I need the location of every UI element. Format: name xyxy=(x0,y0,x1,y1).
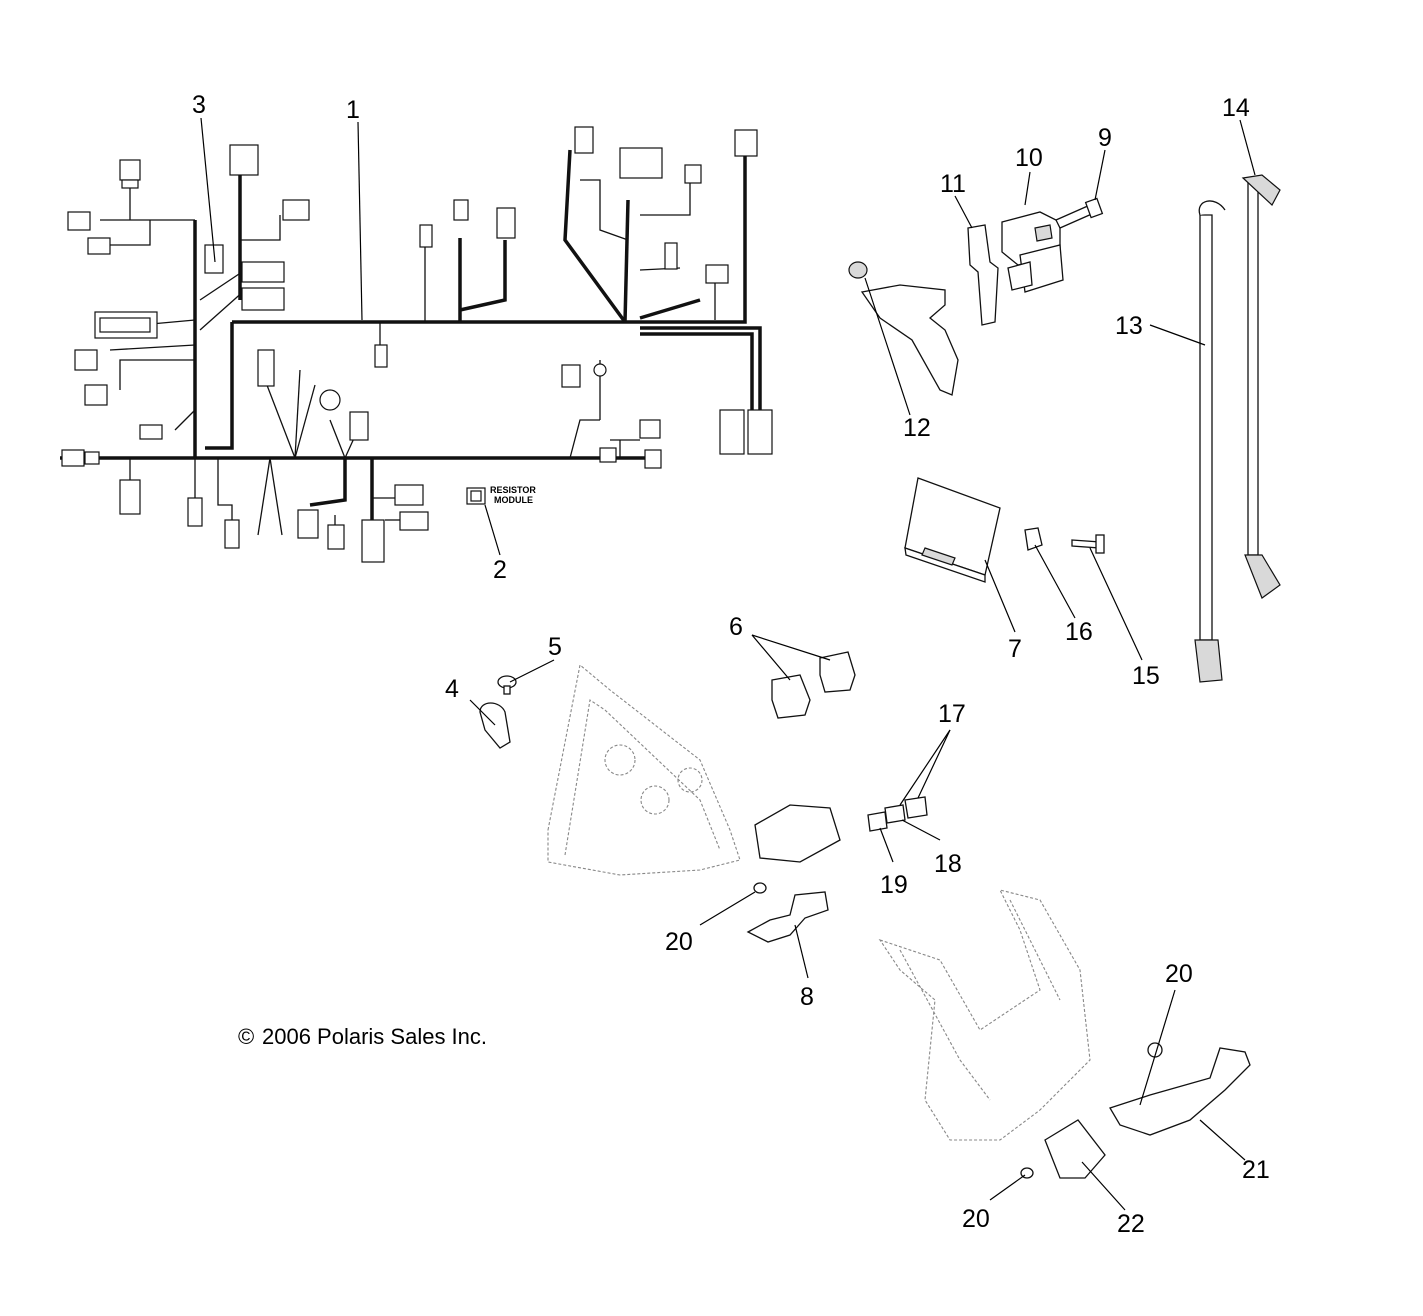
callout-14: 14 xyxy=(1222,94,1250,122)
callout-1: 1 xyxy=(346,96,360,124)
wiring-harness xyxy=(60,126,773,563)
callout-11: 11 xyxy=(940,170,966,198)
resistor-module-label-1: RESISTOR xyxy=(490,485,536,495)
part-7-module xyxy=(904,477,1001,583)
callout-2: 2 xyxy=(493,556,507,584)
callout-7: 7 xyxy=(1008,635,1022,663)
resistor-module-label-2: MODULE xyxy=(494,495,533,505)
part-14-cable xyxy=(1241,174,1281,599)
resistor-module: RESISTOR MODULE xyxy=(466,485,536,505)
part-4-clamp xyxy=(479,702,511,749)
callout-20-b: 20 xyxy=(1165,960,1193,988)
part-5-screw xyxy=(497,675,517,695)
copyright-symbol: © xyxy=(238,1024,254,1049)
copyright-text: 2006 Polaris Sales Inc. xyxy=(262,1024,487,1049)
fuses xyxy=(867,796,928,832)
callout-4: 4 xyxy=(445,675,459,703)
callout-18: 18 xyxy=(934,850,962,878)
fuse-block xyxy=(754,804,841,863)
callout-17: 17 xyxy=(938,700,966,728)
part-15-bolt xyxy=(1071,534,1105,554)
frame-ghost-right xyxy=(878,889,1091,1141)
callout-22: 22 xyxy=(1117,1210,1145,1238)
part-10-box xyxy=(1001,211,1064,293)
part-6-relays xyxy=(771,651,856,719)
callout-6: 6 xyxy=(729,613,743,641)
part-21-bracket xyxy=(1109,1047,1251,1136)
callout-15: 15 xyxy=(1132,662,1160,690)
callout-19: 19 xyxy=(880,871,908,899)
part-11-bracket xyxy=(967,224,999,326)
part-20-screw-a xyxy=(753,882,767,894)
part-9-bolt xyxy=(1055,197,1104,229)
callout-10: 10 xyxy=(1015,144,1043,172)
callout-9: 9 xyxy=(1098,124,1112,152)
mounting-plate xyxy=(860,284,959,396)
callout-21: 21 xyxy=(1242,1156,1270,1184)
copyright: © 2006 Polaris Sales Inc. xyxy=(238,1024,487,1049)
part-12-nut xyxy=(848,261,868,279)
part-22-plate xyxy=(1044,1119,1106,1179)
callout-20-a: 20 xyxy=(665,928,693,956)
frame-ghost-left xyxy=(547,663,741,876)
callout-3: 3 xyxy=(192,91,206,119)
callout-20-c: 20 xyxy=(962,1205,990,1233)
leader-lines xyxy=(200,117,1256,1211)
callouts: 3 1 2 9 10 11 12 13 14 7 16 15 6 5 4 17 … xyxy=(192,91,1270,1238)
callout-13: 13 xyxy=(1115,312,1143,340)
callout-5: 5 xyxy=(548,633,562,661)
callout-12: 12 xyxy=(903,414,931,442)
part-13-cable xyxy=(1194,200,1226,683)
callout-8: 8 xyxy=(800,983,814,1011)
part-8-bracket xyxy=(746,891,829,943)
callout-16: 16 xyxy=(1065,618,1093,646)
part-16-clip xyxy=(1024,527,1043,551)
